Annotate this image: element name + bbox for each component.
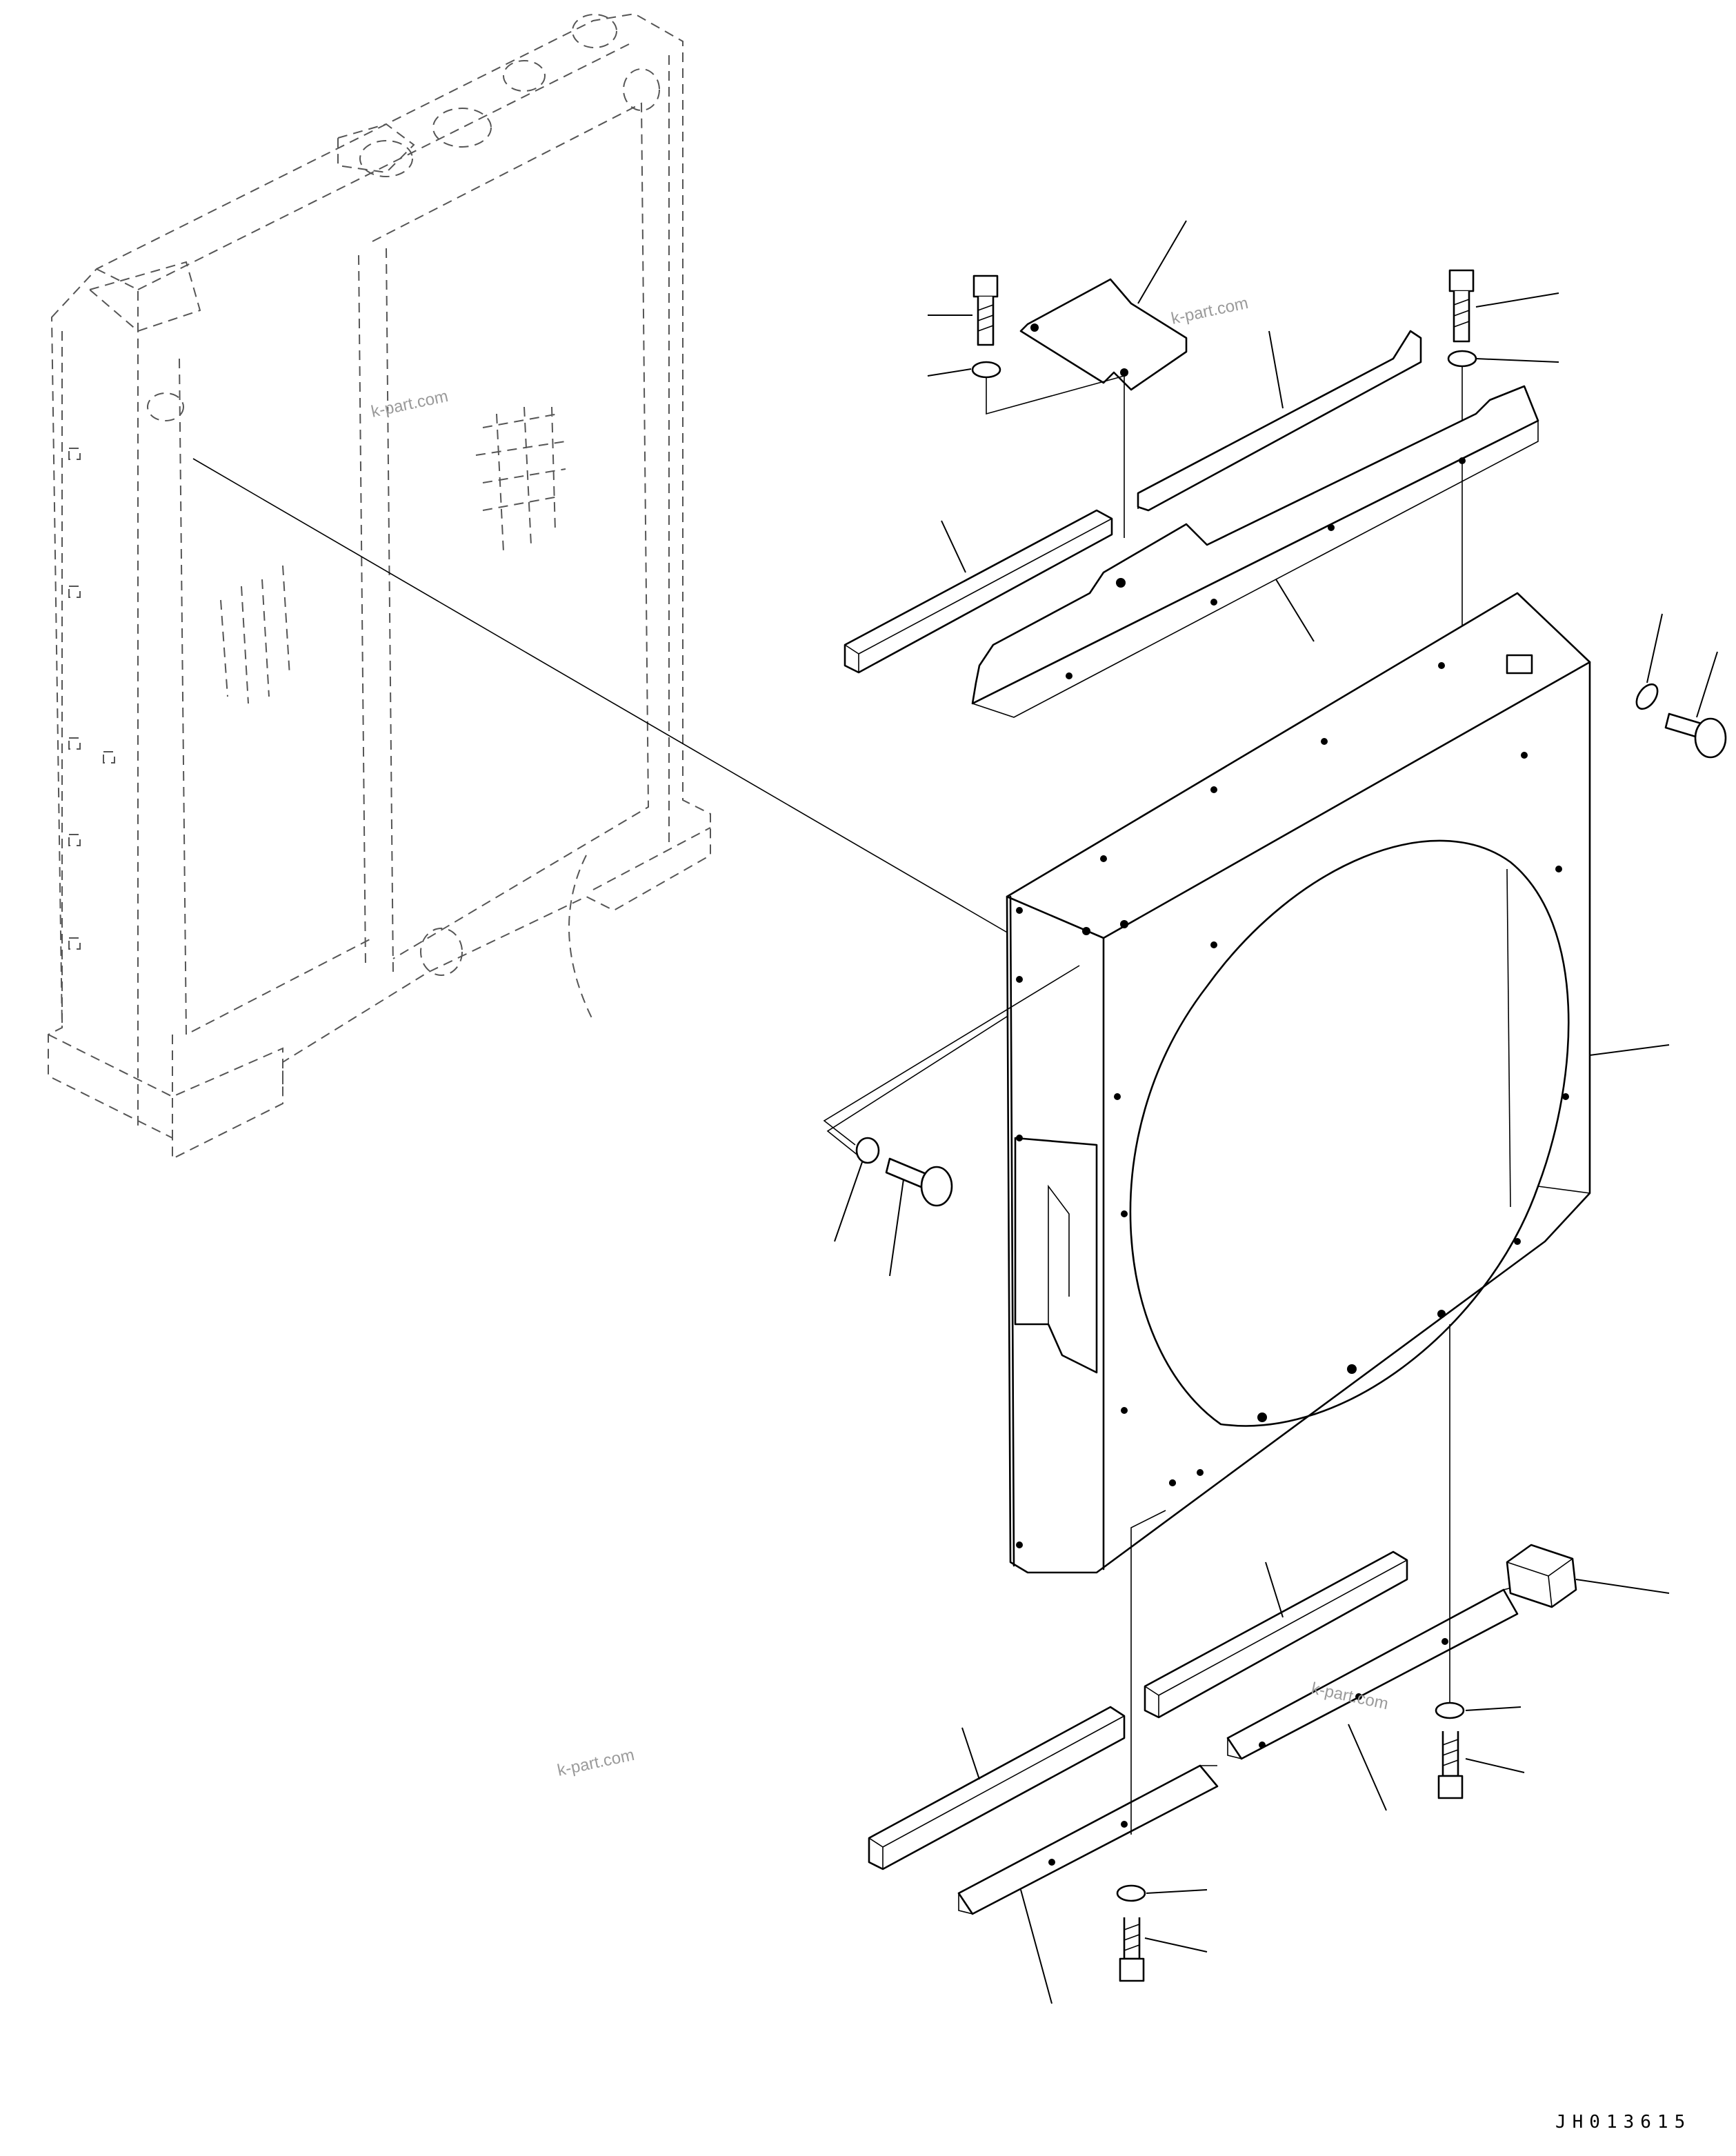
upper-seal-rear	[1137, 330, 1422, 512]
assembly-line	[826, 972, 1077, 1159]
upper-cover	[971, 385, 1539, 718]
watermark: k-part.com	[556, 1746, 636, 1780]
bottom-bolt-washer-left	[1116, 1884, 1208, 1982]
upper-plate	[1019, 220, 1188, 391]
radiator-assembly-phantom	[48, 12, 711, 1160]
fan-shroud[interactable]	[1006, 592, 1670, 1574]
top-bolt-washer-right	[1447, 269, 1559, 628]
side-bolt-washer-left	[823, 965, 1080, 1277]
bottom-bolt-washer-right	[1435, 1324, 1525, 1799]
rubber-block	[1506, 1544, 1670, 1608]
side-bolt-washer-right	[1635, 613, 1727, 759]
lower-seal-right	[1144, 1550, 1408, 1719]
lower-cover-left	[957, 1510, 1219, 2004]
lower-seal-left	[868, 1706, 1126, 1870]
upper-seal-front	[844, 509, 1113, 674]
assembly-line	[192, 458, 1077, 973]
top-bolt-washer-left	[927, 275, 1125, 538]
document-number: JH013615	[1555, 2112, 1691, 2133]
watermark: k-part.com	[370, 387, 450, 421]
watermark: k-part.com	[1170, 294, 1250, 328]
